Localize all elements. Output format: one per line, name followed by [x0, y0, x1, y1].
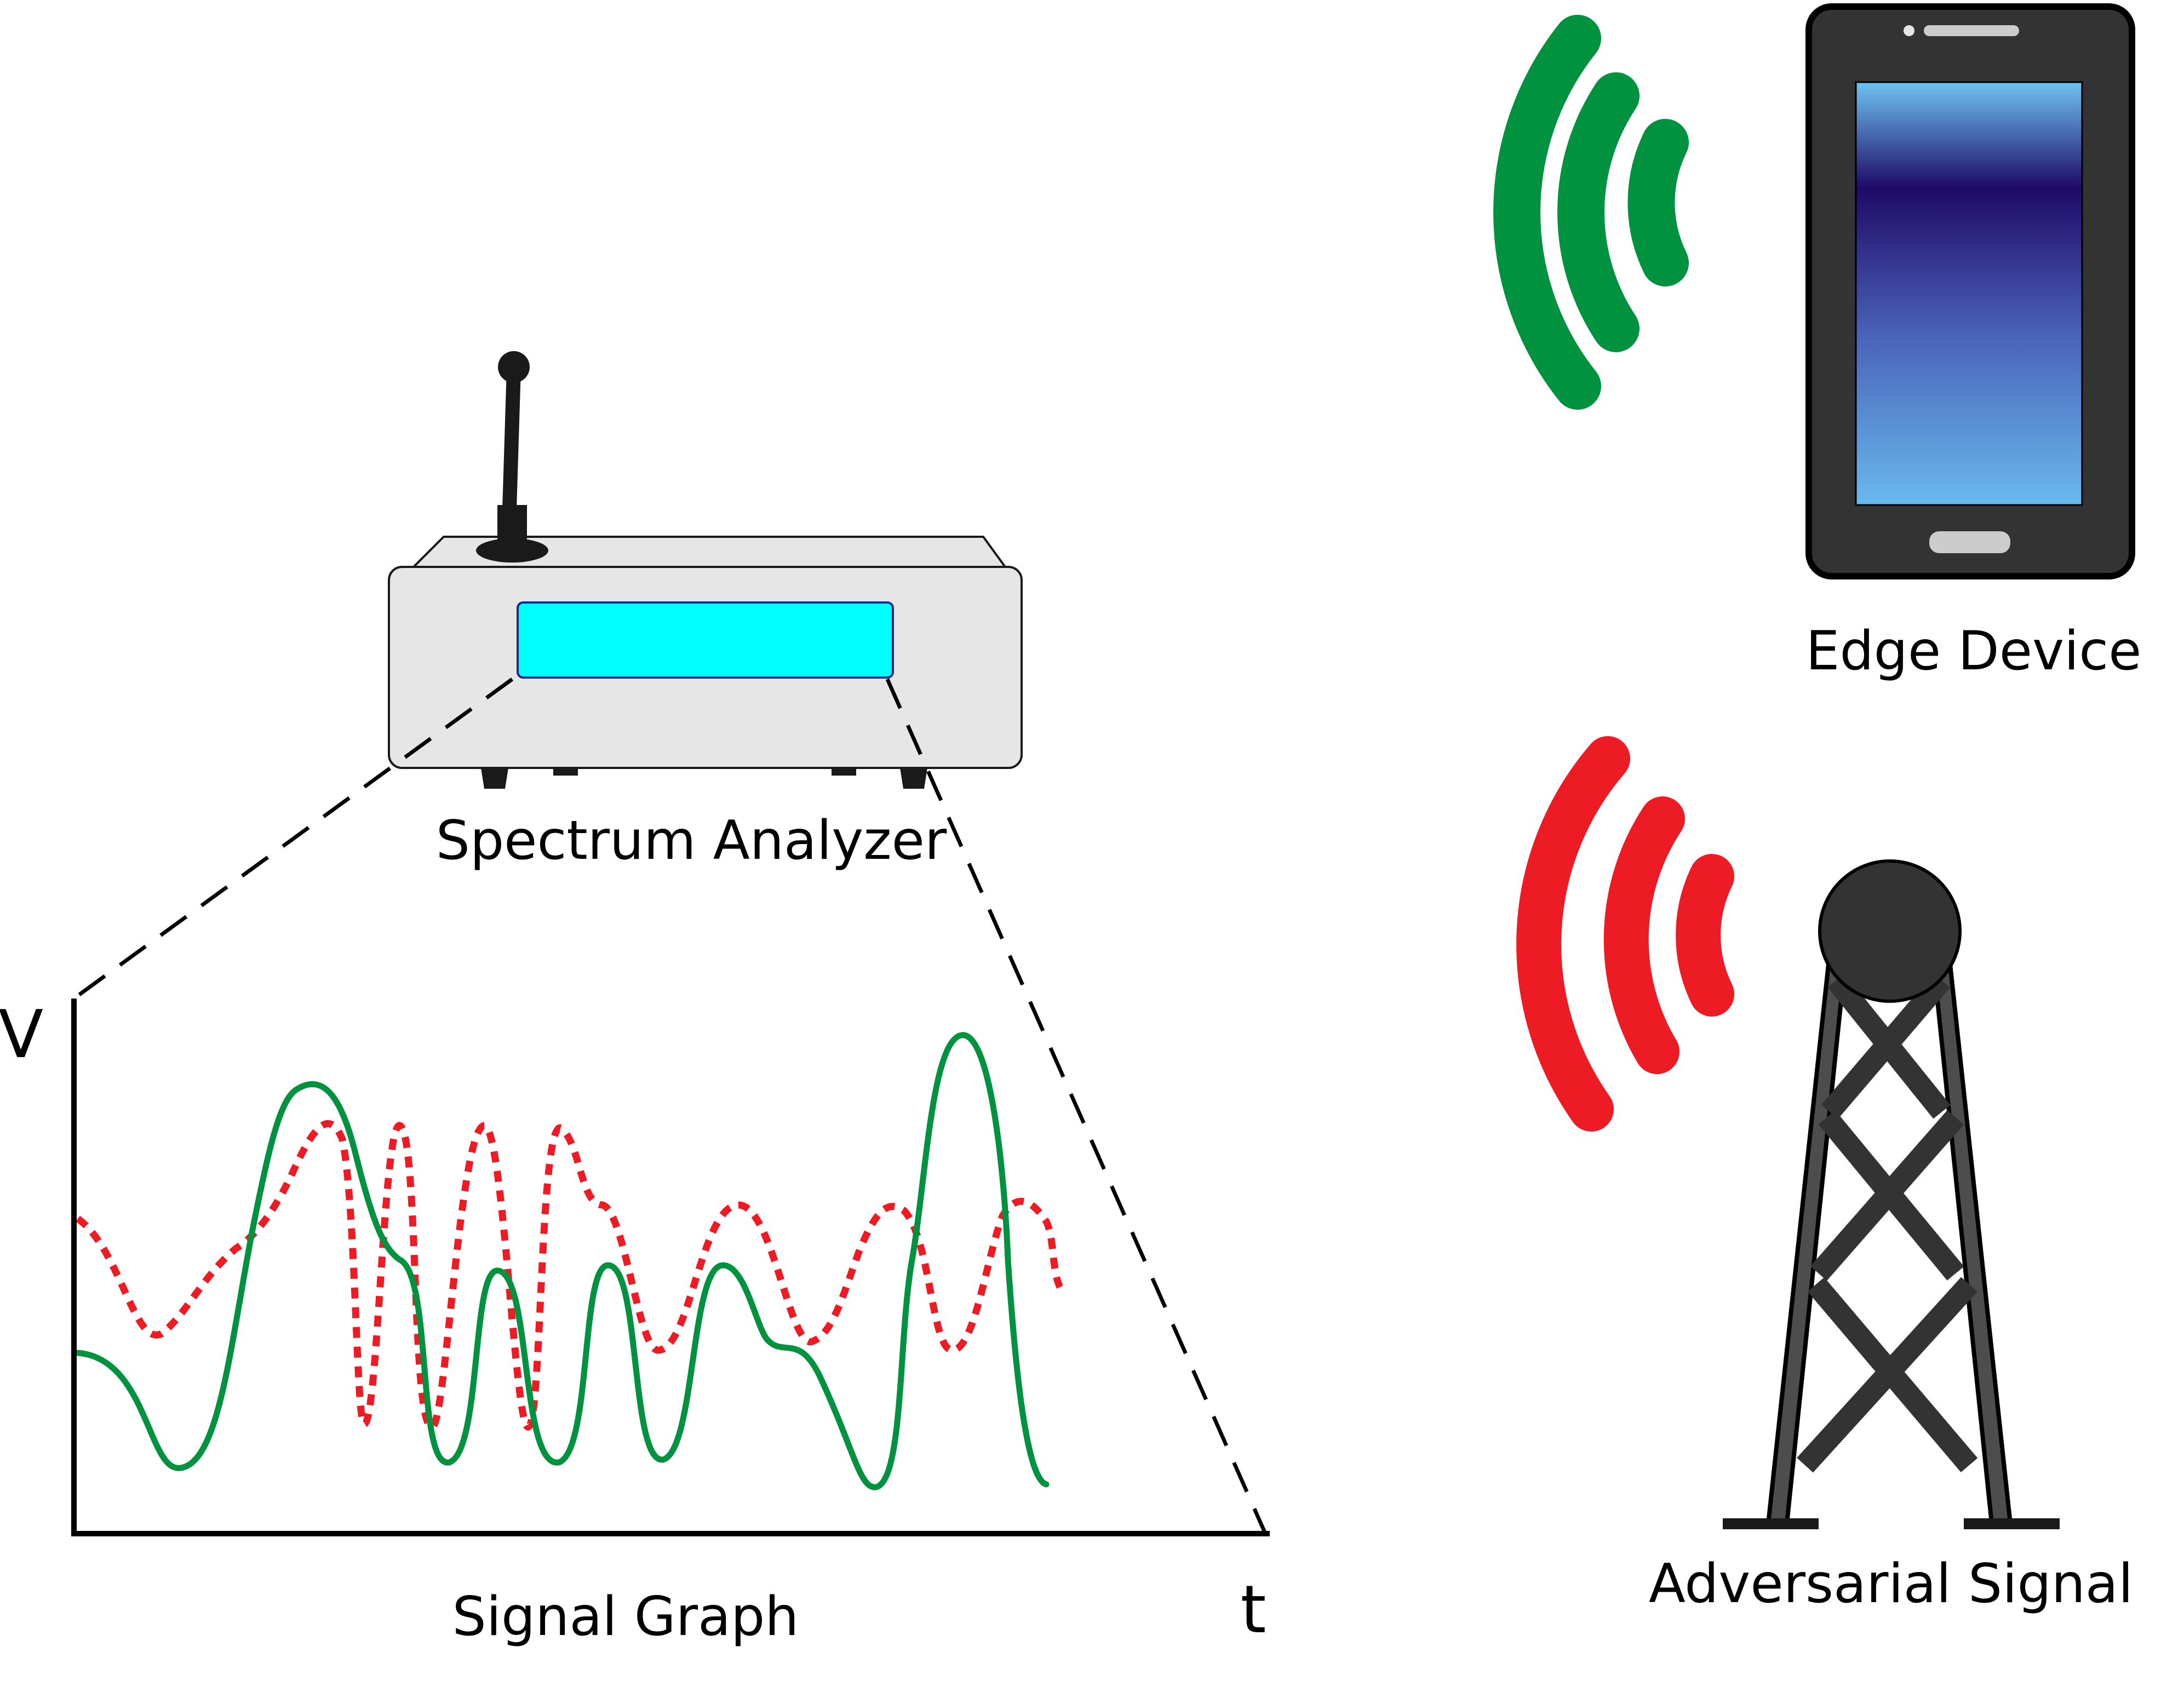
radio-tower-icon — [1723, 859, 2060, 1529]
antenna-mast — [502, 361, 521, 517]
analyzer-tab — [553, 768, 578, 776]
spectrum-analyzer-label: Spectrum Analyzer — [436, 810, 947, 872]
antenna-tip — [498, 351, 530, 383]
analyzer-foot-right — [900, 768, 927, 789]
phone-home-button — [1929, 531, 2010, 553]
signal-graph-label: Signal Graph — [452, 1586, 799, 1648]
y-axis-label: V — [0, 997, 43, 1073]
analyzer-tab — [832, 768, 856, 776]
spectrum-analyzer-icon — [388, 351, 1023, 789]
edge-device-label: Edge Device — [1806, 620, 2142, 682]
phone-screen — [1855, 81, 2083, 506]
zoom-line-left — [72, 678, 514, 1000]
tower-crossbeams — [1797, 973, 1978, 1473]
x-axis-label: t — [1240, 1572, 1266, 1648]
adversarial-signal-label: Adversarial Signal — [1649, 1553, 2133, 1615]
analyzer-foot-left — [481, 768, 508, 789]
green-waves-icon — [1493, 15, 1689, 410]
analyzer-screen — [517, 601, 894, 679]
legit-waveform — [74, 1032, 1050, 1490]
phone-camera — [1904, 25, 1914, 36]
tower-base-right — [1964, 1518, 2060, 1529]
phone-speaker — [1924, 25, 2019, 36]
red-waves-icon — [1516, 736, 1734, 1132]
tower-top-ball — [1818, 859, 1962, 1003]
antenna-base — [497, 505, 527, 552]
adversarial-waveform — [76, 1120, 1063, 1431]
tower-base-left — [1723, 1518, 1819, 1529]
signal-graph: V t Signal Graph — [0, 997, 1270, 1648]
zoom-line-right — [885, 678, 1268, 1535]
smartphone-icon — [1805, 3, 2135, 579]
